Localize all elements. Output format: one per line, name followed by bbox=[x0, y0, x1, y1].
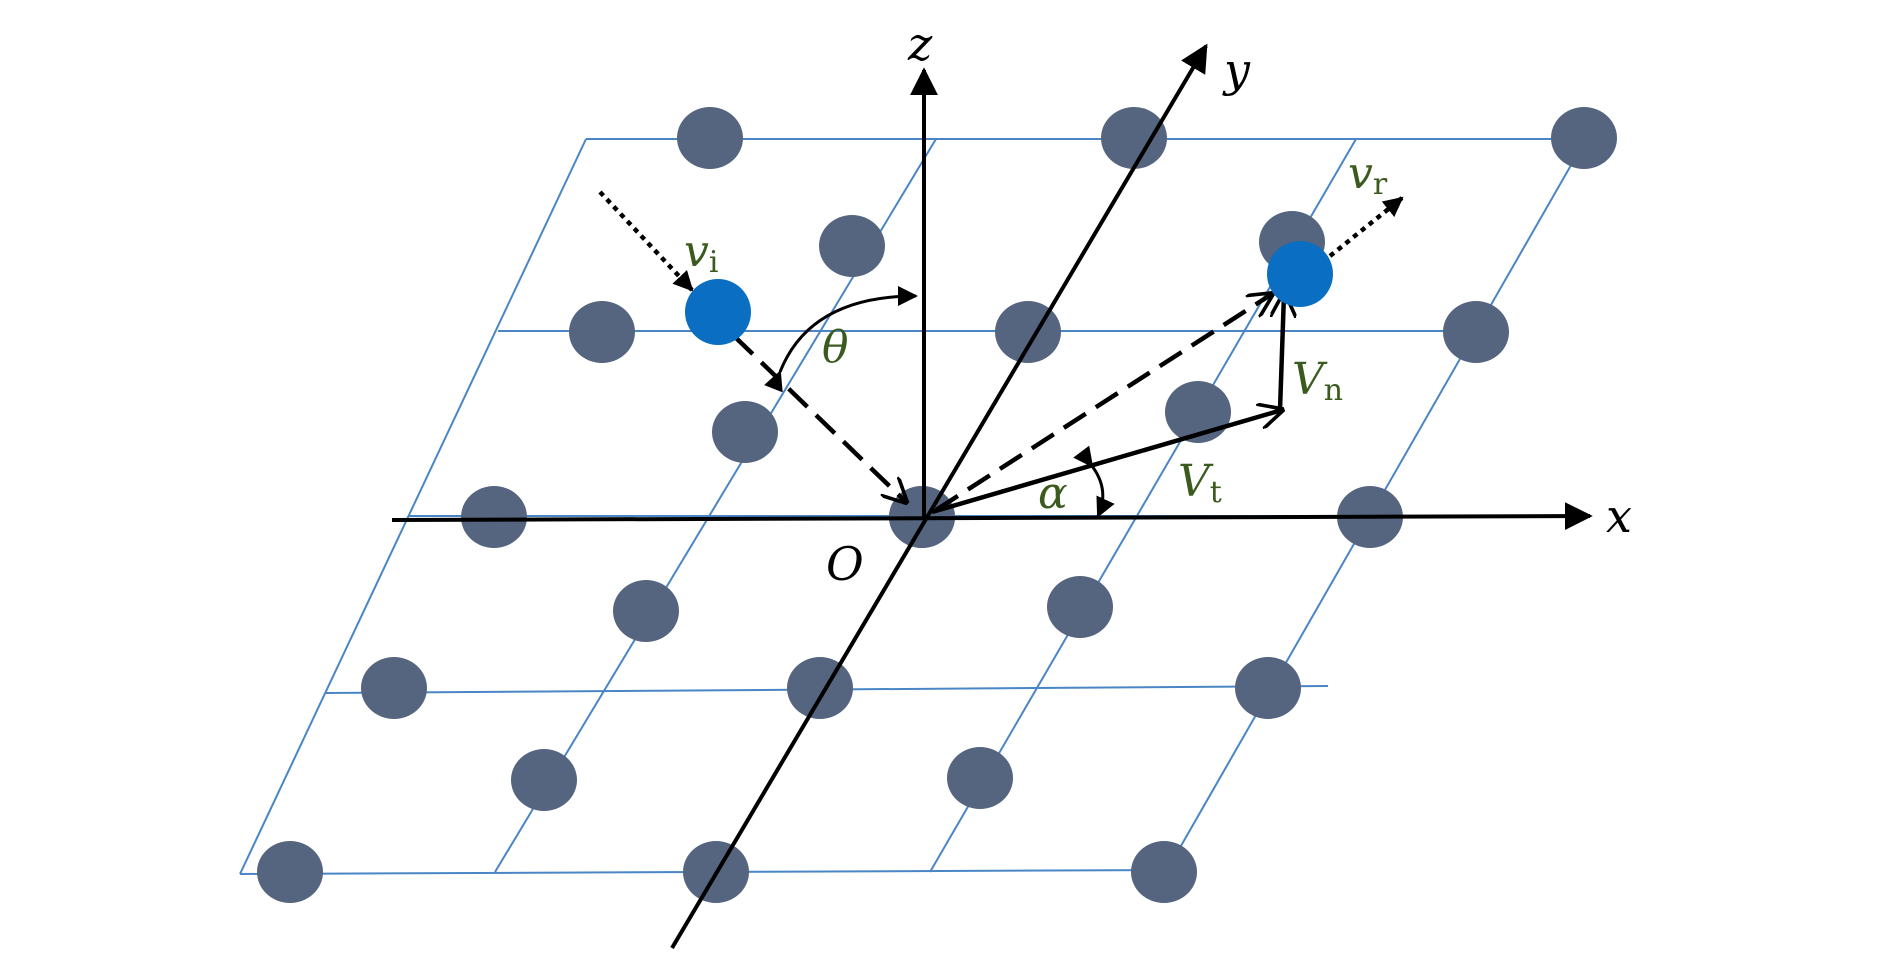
incident-velocity-label: vi bbox=[684, 226, 718, 280]
lattice-atom bbox=[257, 841, 323, 903]
y-axis-label: y bbox=[1222, 43, 1251, 97]
grid-line-col-1 bbox=[239, 138, 587, 875]
lattice-atom bbox=[677, 107, 743, 169]
lattice-atoms bbox=[257, 107, 1617, 903]
normal-velocity-label: Vn bbox=[1292, 354, 1343, 408]
normal-velocity-subscript: n bbox=[1324, 373, 1343, 408]
incident-velocity-subscript: i bbox=[709, 245, 719, 280]
x-axis-label: x bbox=[1606, 489, 1632, 543]
lattice-atom bbox=[1235, 657, 1301, 719]
tangential-velocity-label: Vt bbox=[1178, 456, 1222, 510]
alpha-label: α bbox=[1038, 468, 1068, 519]
lattice-atom bbox=[712, 401, 778, 463]
normal-velocity-symbol: V bbox=[1292, 354, 1328, 405]
incident-dotted-arrow bbox=[598, 190, 694, 292]
x-axis bbox=[391, 502, 1593, 531]
reflected-dashed-arrow bbox=[934, 294, 1272, 512]
reflected-dotted-arrow bbox=[1328, 196, 1404, 258]
tangential-velocity-arrow bbox=[931, 410, 1282, 515]
axes bbox=[391, 43, 1593, 950]
lattice-atom bbox=[1551, 107, 1617, 169]
z-axis-label: z bbox=[907, 17, 933, 71]
theta-angle-arc bbox=[764, 286, 918, 393]
lattice-atom bbox=[1131, 841, 1197, 903]
lattice-atom bbox=[947, 747, 1013, 809]
theta-label: θ bbox=[822, 322, 849, 373]
incident-dashed-arrow bbox=[732, 334, 906, 502]
reflected-velocity-subscript: r bbox=[1373, 167, 1388, 202]
incident-particle bbox=[685, 279, 751, 345]
lattice-atom bbox=[1443, 301, 1509, 363]
reflected-particle bbox=[1267, 241, 1333, 307]
incident-velocity-symbol: v bbox=[684, 226, 709, 277]
lattice-atom bbox=[461, 486, 527, 548]
tangential-velocity-symbol: V bbox=[1178, 456, 1214, 507]
origin-label: O bbox=[826, 537, 864, 591]
lattice-atom bbox=[511, 749, 577, 811]
lattice-atom bbox=[1047, 576, 1113, 638]
tangential-velocity-subscript: t bbox=[1210, 475, 1222, 510]
reflected-velocity-label: vr bbox=[1348, 148, 1388, 202]
lattice-atom bbox=[787, 657, 853, 719]
y-axis bbox=[670, 43, 1208, 950]
lattice-atom bbox=[361, 657, 427, 719]
lattice-atom bbox=[1101, 107, 1167, 169]
lattice-atom bbox=[569, 301, 635, 363]
lattice-atom bbox=[819, 215, 885, 277]
reflected-velocity-symbol: v bbox=[1348, 148, 1373, 199]
normal-velocity-arrow bbox=[1280, 294, 1284, 411]
lattice-atom bbox=[613, 580, 679, 642]
alpha-angle-arc bbox=[1073, 445, 1115, 518]
